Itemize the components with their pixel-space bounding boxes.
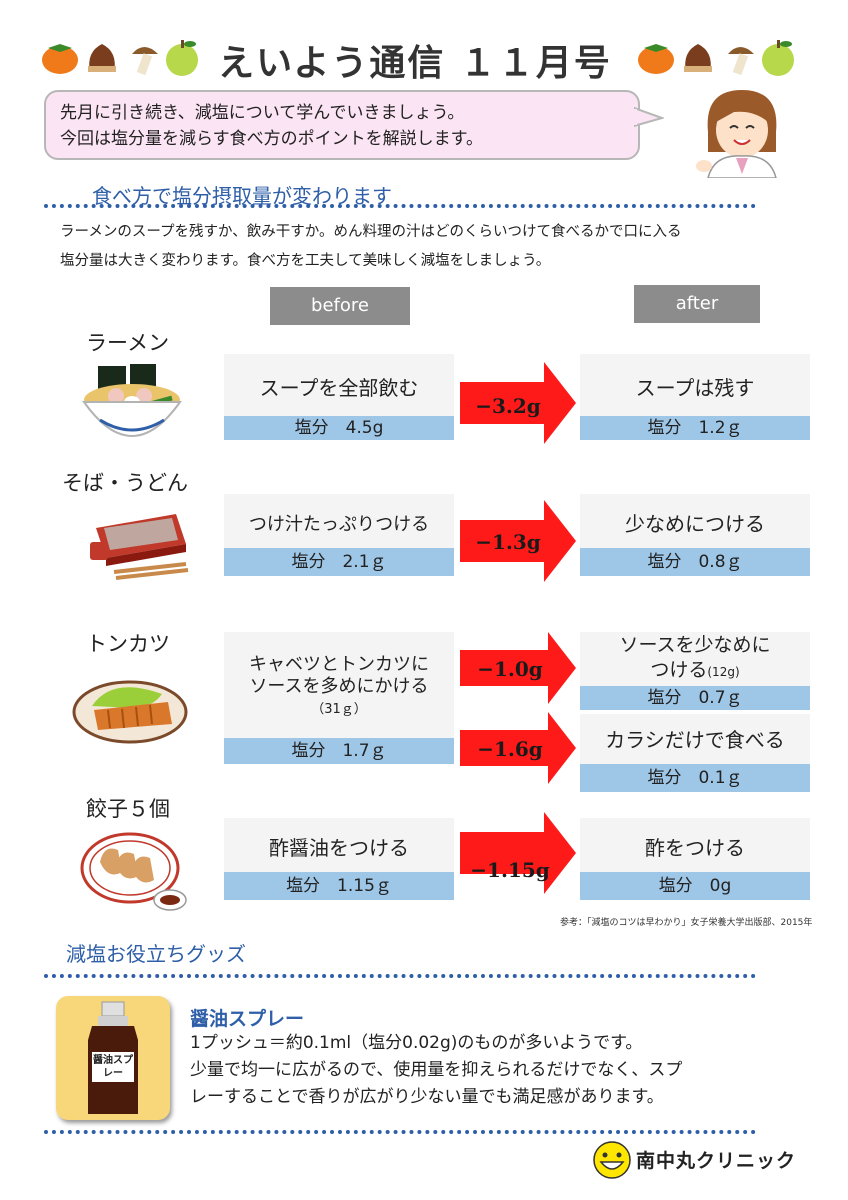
soba-before-text: つけ汁たっぷりつける <box>248 514 430 535</box>
food-name-tonkatsu: トンカツ <box>86 632 170 656</box>
before-header: before <box>270 287 410 325</box>
after-header: after <box>634 285 760 323</box>
food-name-soba: そば・うどん <box>62 471 188 495</box>
tonkatsu-plate-icon <box>72 680 188 744</box>
gyoza-after-salt: 塩分 0g <box>580 872 810 900</box>
ramen-before-salt: 塩分 4.5g <box>224 416 454 440</box>
gyoza-after-box: 酢をつける <box>580 818 810 872</box>
tonkatsu-before-line-2: ソースを多めにかける <box>249 676 429 697</box>
ramen-before-text: スープを全部飲む <box>259 376 419 400</box>
gyoza-before-salt: 塩分 1.15ｇ <box>224 872 454 900</box>
autumn-fruit-icons <box>42 40 198 76</box>
tonkatsu-after1-note: (12g) <box>707 665 740 679</box>
gyoza-plate-icon <box>80 832 187 911</box>
mushroom-icon <box>132 47 158 76</box>
soba-after-salt: 塩分 0.8ｇ <box>580 548 810 576</box>
soba-diff-label: −1.3g <box>475 530 541 554</box>
tonkatsu-diff-1-label: −1.0g <box>477 657 543 681</box>
bubble-line-1: 先月に引き続き、減塩について学んでいきましょう。 <box>60 103 465 123</box>
clinic-name: 南中丸クリニック <box>636 1150 797 1172</box>
soba-before-box: つけ汁たっぷりつける <box>224 494 454 548</box>
tonkatsu-reduction-arrow-2-icon <box>460 712 576 784</box>
mushroom-icon <box>728 47 754 76</box>
section-title-goods: 減塩お役立ちグッズ <box>66 942 246 966</box>
goods-line-1: 1プッシュ＝約0.1ml（塩分0.02g)のものが多いようです。 <box>190 1033 643 1053</box>
goods-title: 醤油スプレー <box>190 1008 305 1030</box>
soy-spray-bottle-icon <box>88 1001 138 1114</box>
tonkatsu-before-salt: 塩分 1.7ｇ <box>224 738 454 764</box>
soba-after-text: 少なめにつける <box>625 512 765 536</box>
section-divider-2 <box>44 974 756 978</box>
chestnut-icon <box>684 44 712 72</box>
intro-line-1: ラーメンのスープを残すか、飲み干すか。めん料理の汁はどのくらいつけて食べるかで口… <box>60 224 682 240</box>
goods-line-3: レーすることで香りが広がり少ない量でも満足感があります。 <box>190 1087 664 1107</box>
pear-icon <box>762 40 794 76</box>
gyoza-before-box: 酢醤油をつける <box>224 818 454 872</box>
pear-icon <box>166 40 198 76</box>
dietitian-avatar-icon <box>696 90 777 178</box>
bottle-label: 醤油スプレー <box>93 1055 133 1079</box>
section-divider <box>44 204 756 208</box>
footer-divider <box>44 1130 756 1134</box>
goods-description: 1プッシュ＝約0.1ml（塩分0.02g)のものが多いようです。 少量で均一に広… <box>190 1030 790 1111</box>
gyoza-before-text: 酢醤油をつける <box>269 836 409 860</box>
soy-spray-image: 醤油スプレー <box>56 996 170 1120</box>
tonkatsu-after1-line-2: つける <box>650 659 708 681</box>
persimmon-icon <box>42 44 78 74</box>
goods-line-2: 少量で均一に広がるので、使用量を抑えられるだけでなく、スプ <box>190 1060 683 1080</box>
tonkatsu-before-line-1: キャベツとトンカツに <box>249 654 429 675</box>
ramen-bowl-icon <box>82 364 182 437</box>
gyoza-after-text: 酢をつける <box>645 836 745 860</box>
tonkatsu-after2-salt: 塩分 0.1ｇ <box>580 764 810 792</box>
ramen-before-box: スープを全部飲む <box>224 354 454 416</box>
ramen-after-box: スープは残す <box>580 354 810 416</box>
intro-line-2: 塩分量は大きく変わります。食べ方を工夫して美味しく減塩をしましょう。 <box>60 253 551 269</box>
tonkatsu-after1-line-1: ソースを少なめに <box>619 634 771 656</box>
autumn-fruit-icons-right <box>638 40 794 76</box>
tonkatsu-diff-2-label: −1.6g <box>477 737 543 761</box>
ramen-diff-label: −3.2g <box>475 394 541 418</box>
bubble-line-2: 今回は塩分量を減らす食べ方のポイントを解説します。 <box>60 129 483 149</box>
persimmon-icon <box>638 44 674 74</box>
tonkatsu-after2-box: カラシだけで食べる <box>580 714 810 764</box>
tonkatsu-before-box: キャベツとトンカツに ソースを多めにかける （31ｇ） <box>224 632 454 738</box>
soba-before-salt: 塩分 2.1ｇ <box>224 548 454 576</box>
ramen-after-salt: 塩分 1.2ｇ <box>580 416 810 440</box>
tonkatsu-after1-salt: 塩分 0.7ｇ <box>580 686 810 710</box>
soba-reduction-arrow-icon <box>460 500 576 582</box>
tonkatsu-after2-text: カラシだけで食べる <box>605 728 785 752</box>
food-name-gyoza: 餃子５個 <box>86 797 170 821</box>
reference-note: 参考：「減塩のコツは早わかり」女子栄養大学出版部、2015年 <box>560 918 813 928</box>
page-title: えいよう通信 １１月号 <box>218 43 612 84</box>
tonkatsu-before-note: （31ｇ） <box>311 702 367 717</box>
header-left-fruits <box>40 34 200 82</box>
tonkatsu-after1-box: ソースを少なめに つける(12g) <box>580 632 810 686</box>
gyoza-diff-label: −1.15g <box>470 858 550 882</box>
ramen-reduction-arrow-icon <box>460 362 576 444</box>
bubble-tail-icon <box>634 106 664 128</box>
header-right-fruits <box>636 34 796 82</box>
section-intro: ラーメンのスープを残すか、飲み干すか。めん料理の汁はどのくらいつけて食べるかで口… <box>60 218 780 276</box>
tonkatsu-reduction-arrow-1-icon <box>460 632 576 704</box>
zaru-soba-icon <box>90 514 189 580</box>
soba-after-box: 少なめにつける <box>580 494 810 548</box>
gyoza-reduction-arrow-icon <box>460 812 576 894</box>
speech-bubble: 先月に引き続き、減塩について学んでいきましょう。 今回は塩分量を減らす食べ方のポ… <box>44 90 640 160</box>
ramen-after-text: スープは残す <box>635 376 755 400</box>
chestnut-icon <box>88 44 116 72</box>
smiley-logo-icon <box>593 1141 631 1179</box>
food-name-ramen: ラーメン <box>86 331 170 355</box>
